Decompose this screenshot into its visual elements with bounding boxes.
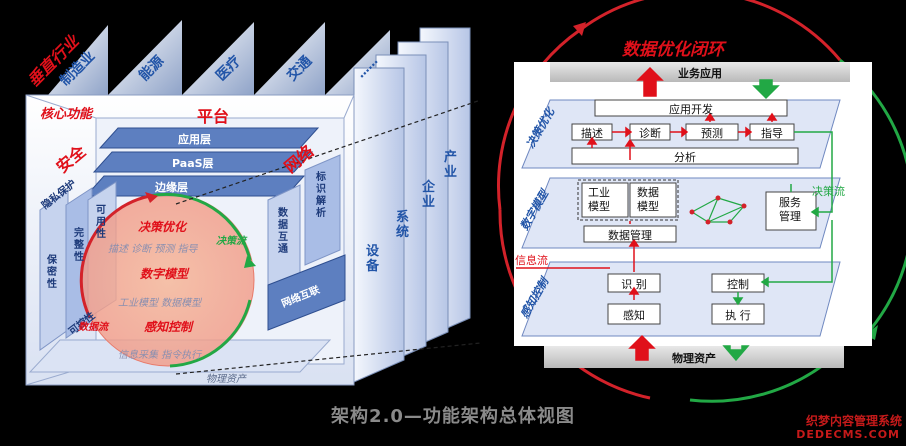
network-data-exchange: 数据互通: [278, 208, 288, 255]
step-predict: 预测: [701, 127, 723, 140]
sheet-industry: 产业: [444, 150, 458, 180]
loop-info-flow: 数据流: [78, 322, 108, 333]
data-management-box: 数据管理: [608, 229, 652, 242]
loop-data-model: 数字模型: [140, 267, 189, 281]
layer-paas: PaaS层: [172, 157, 214, 170]
zoom-lines: [175, 99, 480, 375]
loop-sense: 感知控制: [144, 320, 193, 334]
step-diagnose: 诊断: [639, 127, 661, 140]
watermark-line1: 织梦内容管理系统: [805, 414, 902, 428]
loop-decision-items: 描述 诊断 预测 指导: [108, 244, 198, 255]
loop-decision-flow: 决策流: [216, 236, 246, 247]
sheet-device: 设备: [366, 244, 380, 274]
service-management-box: 服务管理: [779, 196, 801, 223]
loop-sense-items: 信息采集 指令执行: [118, 350, 202, 361]
execute-box: 执 行: [725, 309, 751, 322]
functional-architecture-cube: [25, 20, 480, 386]
figure-caption: 架构2.0—功能架构总体视图: [331, 406, 575, 427]
decision-flow-label: 决策流: [812, 185, 845, 198]
industrial-model-box: 工业模型: [588, 186, 610, 213]
info-flow-label: 信息流: [515, 254, 548, 267]
watermark-line2: DEDECMS.COM: [796, 428, 900, 441]
layer-edge: 边缘层: [155, 181, 188, 194]
step-describe: 描述: [581, 127, 603, 140]
physical-asset-bar: 物理资产: [672, 352, 716, 365]
network-identifier: 标识解析: [316, 172, 326, 219]
data-model-box: 数据模型: [637, 186, 659, 213]
loop-title: 数据优化闭环: [622, 40, 724, 60]
security-availability: 可用性: [96, 205, 106, 240]
step-guide: 指导: [761, 127, 783, 140]
sheet-system: 系统: [396, 210, 410, 240]
sheet-enterprise: 企业: [422, 180, 436, 210]
perceive-box: 感知: [623, 309, 645, 322]
cube: [25, 94, 355, 386]
loop-decision: 决策优化: [138, 220, 187, 234]
security-integrity: 完整性: [74, 228, 84, 263]
analysis-box: 分析: [674, 151, 696, 164]
identify-box: 识 别: [621, 278, 647, 291]
core-function-label: 核心功能: [40, 107, 93, 122]
business-app-bar: 业务应用: [678, 67, 722, 80]
loop-physical-asset: 物理资产: [206, 374, 246, 385]
loop-model-items: 工业模型 数据模型: [118, 298, 202, 309]
industry-tabs: [48, 20, 390, 95]
platform-label: 平台: [197, 107, 230, 126]
layer-app: 应用层: [178, 133, 211, 146]
control-box: 控制: [727, 278, 749, 291]
security-confidentiality: 保密性: [47, 255, 57, 290]
data-optimization-loop-diagram: [496, 0, 906, 403]
scope-sheets: [353, 27, 471, 383]
app-dev-box: 应用开发: [669, 103, 713, 116]
